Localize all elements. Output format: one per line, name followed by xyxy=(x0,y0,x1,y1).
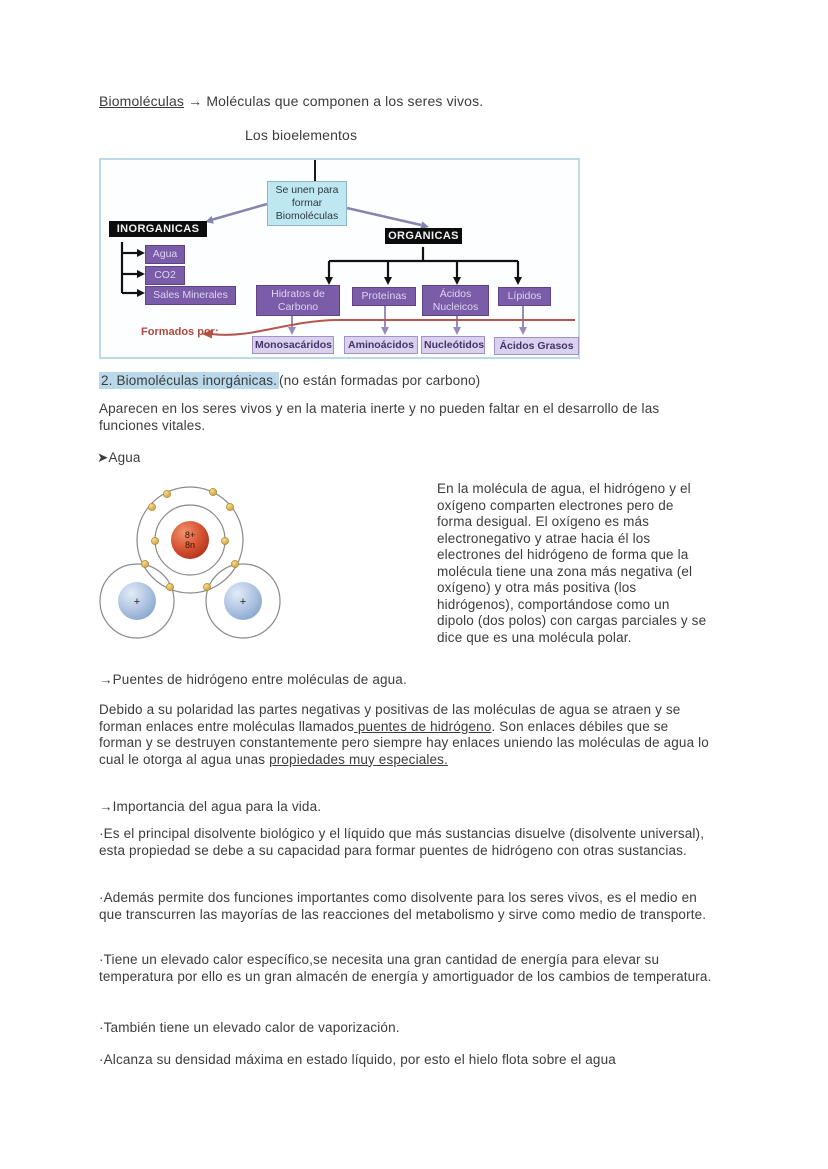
importance-heading: →Importancia del agua para la vida. xyxy=(99,799,322,814)
electrons xyxy=(141,488,239,591)
diagram-organic-header: ORGANICAS xyxy=(385,228,462,244)
section-heading-rest: (no están formadas por carbono) xyxy=(279,373,481,388)
oxygen-outer-shell xyxy=(136,486,244,594)
hydrogen-bonds-paragraph: Debido a su polaridad las partes negativ… xyxy=(99,702,713,768)
water-molecule-figure: 8+ 8n + + xyxy=(99,486,281,639)
diagram-item-proteinas: Proteínas xyxy=(352,287,416,306)
hb-text-1: Debido a su polaridad las partes negativ… xyxy=(99,702,681,734)
title-arrow: → xyxy=(188,93,203,109)
diagram-inorganic-header: INORGANICAS xyxy=(109,221,207,237)
diagram-item-lipidos: Lípidos xyxy=(498,287,551,306)
diagram-item-acidos-nucleicos: Ácidos Nucleicos xyxy=(422,285,489,316)
diagram-item-aminoacidos: Aminoácidos xyxy=(344,336,418,354)
oxygen-protons-label: 8+ xyxy=(185,530,195,540)
diagram-root-box: Se unen para formar Biomoléculas xyxy=(267,181,347,226)
diagram-item-sales-minerales: Sales Minerales xyxy=(145,286,236,305)
oxygen-neutrons-label: 8n xyxy=(185,540,195,550)
hydrogen-bonds-heading: →Puentes de hidrógeno entre moléculas de… xyxy=(99,672,407,687)
title-rest: Moléculas que componen a los seres vivos… xyxy=(206,93,484,109)
hydrogen-charge-right: + xyxy=(240,596,246,608)
diagram-formed-by-label: Formados por: xyxy=(141,326,219,338)
hydrogen-orbit-left xyxy=(99,563,175,639)
water-list-item: ➤Agua xyxy=(97,450,141,465)
hb-underline-1: puentes de hidrógeno xyxy=(353,718,492,734)
hb-underline-2: propiedades muy especiales. xyxy=(269,751,448,767)
hb-text-2: . Son enlaces débiles que se forman y se… xyxy=(99,718,709,767)
diagram-item-co2: CO2 xyxy=(145,266,185,285)
hydrogen-atom-right xyxy=(224,582,262,620)
bioelements-diagram: Se unen para formar Biomoléculas INORGAN… xyxy=(99,158,580,359)
hydrogen-charge-left: + xyxy=(134,596,140,608)
diagram-item-monosacaridos: Monosacáridos xyxy=(252,336,334,354)
bullet-funciones: ·Además permite dos funciones importante… xyxy=(99,890,707,922)
oxygen-nucleus xyxy=(171,521,209,559)
section-intro-paragraph: Aparecen en los seres vivos y en la mate… xyxy=(99,401,660,433)
diagram-item-agua: Agua xyxy=(145,245,185,264)
bullet-densidad: ·Alcanza su densidad máxima en estado lí… xyxy=(99,1052,616,1067)
page-title: Biomoléculas → Moléculas que componen a … xyxy=(99,93,483,110)
bullet-calor-vaporizacion: ·También tiene un elevado calor de vapor… xyxy=(99,1020,400,1035)
section-heading: 2. Biomoléculas inorgánicas.(no están fo… xyxy=(99,372,481,390)
diagram-item-hidratos: Hidratos de Carbono xyxy=(256,285,340,316)
diagram-item-nucleotidos: Nucleótidos xyxy=(421,336,485,354)
subtitle: Los bioelementos xyxy=(245,127,358,143)
bullet-calor-especifico: ·Tiene un elevado calor específico,se ne… xyxy=(99,952,712,984)
water-polarity-paragraph: En la molécula de agua, el hidrógeno y e… xyxy=(437,481,707,645)
title-term: Biomoléculas xyxy=(99,93,185,109)
hydrogen-orbit-right xyxy=(205,563,281,639)
section-heading-highlight: 2. Biomoléculas inorgánicas. xyxy=(99,372,280,389)
hydrogen-atom-left xyxy=(118,582,156,620)
diagram-item-acidos-grasos: Ácidos Grasos xyxy=(494,337,579,355)
bullet-disolvente: ·Es el principal disolvente biológico y … xyxy=(99,826,705,858)
